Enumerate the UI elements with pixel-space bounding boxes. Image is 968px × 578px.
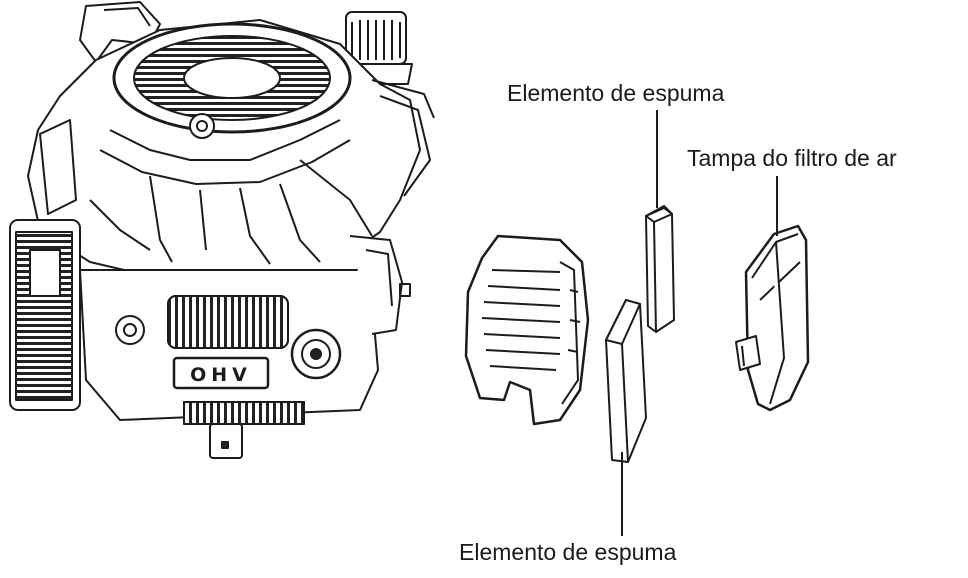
foam-element-upper [645,205,675,333]
engine-illustration [9,1,435,459]
air-filter-cover [735,224,810,412]
ohv-plate [172,356,270,390]
air-filter-base [464,234,590,426]
label-foam-element-lower: Elemento de espuma [459,539,677,565]
label-air-filter-cover: Tampa do filtro de ar [687,145,897,171]
ohv-marking: OHV [190,364,252,386]
cylinder-fins [167,295,305,425]
label-foam-element-upper: Elemento de espuma [507,80,725,106]
foam-element-lower [605,299,647,463]
flywheel-grille [112,22,352,139]
recoil-starter [9,219,81,411]
crankshaft [209,423,243,459]
leader-lines [621,110,778,536]
